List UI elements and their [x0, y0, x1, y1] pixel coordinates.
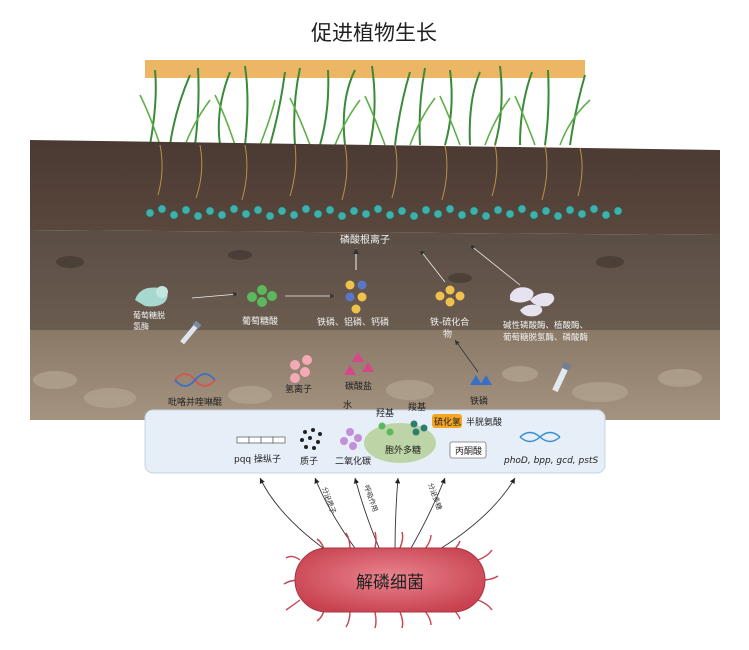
enzyme-glucose-dehydrogenase-icon	[135, 286, 168, 307]
cysteine-label: 半胱氨酸	[466, 416, 502, 428]
enzymes-label: 碱性磷酸酶、植酸酶、 葡萄糖脱氢酶、磷酸酶	[503, 320, 591, 343]
soil-pebbles	[33, 366, 702, 408]
ironp-to-ironsulfur-arrow	[454, 339, 479, 373]
co2-label: 二氧化碳	[335, 455, 371, 467]
gene-dna-icon	[519, 431, 561, 443]
dna-icon	[174, 373, 216, 387]
soil-top-layer	[30, 140, 720, 235]
eps-dots	[378, 422, 394, 436]
plants-illustration	[139, 60, 591, 146]
carboxyl-dots	[410, 420, 428, 436]
metal-phosphate-label: 铁磷、铝磷、钙磷	[317, 316, 389, 328]
roots	[157, 144, 583, 201]
gluconic-acid-icon	[247, 285, 277, 307]
phosphate-ion-band	[145, 204, 623, 221]
secrete-proton-label: 分泌质子	[320, 486, 338, 515]
pqq-label: 吡咯并喹啉醌	[168, 396, 222, 408]
genes-label: phoD, bpp, gcd, pstS	[503, 456, 598, 466]
pqq-operon-icon	[236, 436, 286, 444]
sulfide-label: 硫化氢	[434, 416, 461, 428]
glucose-to-gluconic-arrow	[191, 292, 239, 299]
respiration-label: 呼吸作用	[362, 484, 380, 513]
bacterium-flagella	[283, 531, 499, 629]
enzyme-cluster-icon	[510, 287, 555, 317]
metal-phosphate-icon	[345, 280, 367, 314]
enzyme-to-phosphate-arrow	[469, 244, 521, 286]
bacterium-label: 解磷细菌	[356, 573, 424, 593]
iron-sulfur-icon	[435, 285, 465, 307]
phosphate-ion-label: 磷酸根离子	[340, 233, 390, 246]
title: 促进植物生长	[311, 21, 437, 45]
pyruvate-label: 丙酮酸	[455, 446, 482, 457]
glucose-dehydrogenase-label: 葡萄糖脱氢酶	[133, 310, 165, 331]
iron-sulfur-label: 铁-硫化合物	[430, 316, 469, 340]
proton-label: 质子	[300, 455, 318, 467]
soil-lower-layer	[30, 330, 720, 420]
carboxyl-label: 羧基	[408, 401, 426, 413]
ironsulfur-to-phosphate-arrow	[419, 249, 446, 283]
co2-icon	[340, 428, 362, 450]
pyruvate-box	[449, 441, 487, 459]
water-label: 水	[343, 399, 352, 411]
gluconic-acid-label: 葡萄糖酸	[242, 315, 278, 327]
carbonate-icon	[344, 352, 374, 375]
soil-stones	[56, 250, 624, 283]
iron-phosphorus-icon	[470, 375, 492, 385]
proton-icon	[290, 355, 312, 383]
sulfide-tag	[432, 414, 462, 428]
dropper-icon	[552, 361, 572, 393]
bacterium-body	[294, 547, 486, 613]
carbonate-label: 碳酸盐	[345, 380, 372, 392]
hydroxyl-label: 羟基	[376, 407, 394, 419]
pipette-icon	[180, 320, 202, 345]
eps-label: 胞外多糖	[385, 444, 421, 456]
iron-phosphorus-label: 铁磷	[470, 395, 488, 407]
pqq-operon-label: pqq 操纵子	[234, 453, 281, 465]
proton-panel-icon	[300, 428, 322, 450]
proton-upper-label: 氢离子	[285, 383, 312, 395]
